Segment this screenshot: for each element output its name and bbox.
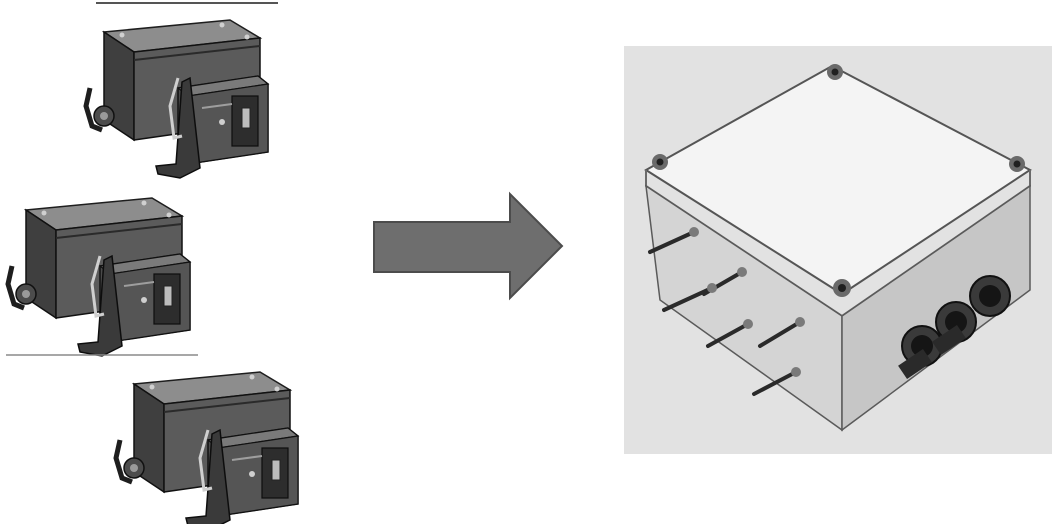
- junction-box-photo-icon: [624, 46, 1052, 454]
- left-enclosure-group: [6, 2, 298, 524]
- right-arrow-icon: [373, 191, 564, 301]
- enclosure-with-connector-icon: [86, 20, 268, 178]
- enclosure-with-connector-icon: [8, 198, 190, 356]
- connector-jacks: [898, 275, 1011, 380]
- enclosure-with-connector-icon: [116, 372, 298, 524]
